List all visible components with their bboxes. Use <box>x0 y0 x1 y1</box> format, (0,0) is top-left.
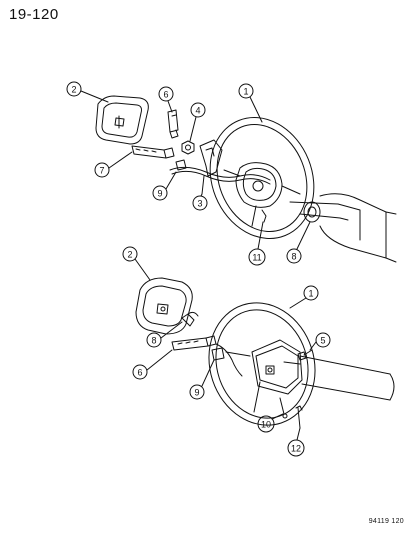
callout-upper-9: 9 <box>152 171 177 201</box>
lower-bolt <box>297 349 313 361</box>
svg-text:4: 4 <box>195 106 200 116</box>
svg-text:6: 6 <box>137 368 142 378</box>
callout-lower-6: 8 <box>146 321 183 348</box>
callout-upper-2: 2 <box>66 81 109 103</box>
svg-text:2: 2 <box>127 250 132 260</box>
upper-wiring-harness <box>169 159 271 185</box>
svg-text:1: 1 <box>243 87 248 97</box>
callout-lower-10: 10 <box>257 413 284 433</box>
callout-lower-1: 1 <box>289 285 319 309</box>
lower-view <box>135 277 395 429</box>
figure-code: 94119 120 <box>368 518 404 525</box>
svg-text:5: 5 <box>320 336 325 346</box>
callout-upper-11: 11 <box>248 221 266 266</box>
upper-steering-column <box>289 193 397 263</box>
svg-text:9: 9 <box>194 388 199 398</box>
svg-text:10: 10 <box>261 420 271 430</box>
page-number: 19-120 <box>9 6 59 23</box>
upper-screw <box>261 209 267 223</box>
callout-upper-7: 8 <box>286 221 311 264</box>
upper-airbag-module <box>95 95 149 145</box>
lower-steering-hub <box>251 339 395 401</box>
upper-view <box>95 95 397 263</box>
lower-clip <box>181 311 199 327</box>
svg-text:1: 1 <box>308 289 313 299</box>
callout-lower-9: 9 <box>189 359 215 400</box>
lower-pin <box>279 397 288 419</box>
upper-nut <box>181 140 195 155</box>
upper-steering-wheel <box>209 117 315 239</box>
svg-text:2: 2 <box>71 85 76 95</box>
lower-screw <box>295 405 303 429</box>
callout-lower-5: 5 <box>309 332 331 351</box>
svg-text:9: 9 <box>157 189 162 199</box>
svg-text:12: 12 <box>291 444 301 454</box>
lower-connector <box>171 335 217 351</box>
svg-text:7: 7 <box>99 166 104 176</box>
callout-upper-8: 7 <box>94 151 133 178</box>
svg-text:8: 8 <box>291 252 296 262</box>
callout-upper-4: 4 <box>189 102 206 142</box>
svg-text:8: 8 <box>151 336 156 346</box>
svg-text:6: 6 <box>163 90 168 100</box>
upper-bracket <box>199 139 223 195</box>
lower-wiring-harness <box>211 343 243 377</box>
upper-connector <box>131 145 175 159</box>
callout-upper-3: 3 <box>192 193 208 211</box>
callout-upper-1: 1 <box>238 83 263 123</box>
callout-upper-6: 6 <box>158 86 174 113</box>
svg-text:11: 11 <box>252 253 261 263</box>
upper-clip <box>167 109 179 139</box>
callout-lower-12: 12 <box>287 427 305 457</box>
svg-text:3: 3 <box>197 199 202 209</box>
callout-lower-2: 2 <box>122 246 151 281</box>
callout-lower-8: 6 <box>132 349 173 380</box>
callouts: 2 6 4 1 7 9 3 11 <box>66 81 331 457</box>
lower-airbag-module <box>135 277 193 335</box>
